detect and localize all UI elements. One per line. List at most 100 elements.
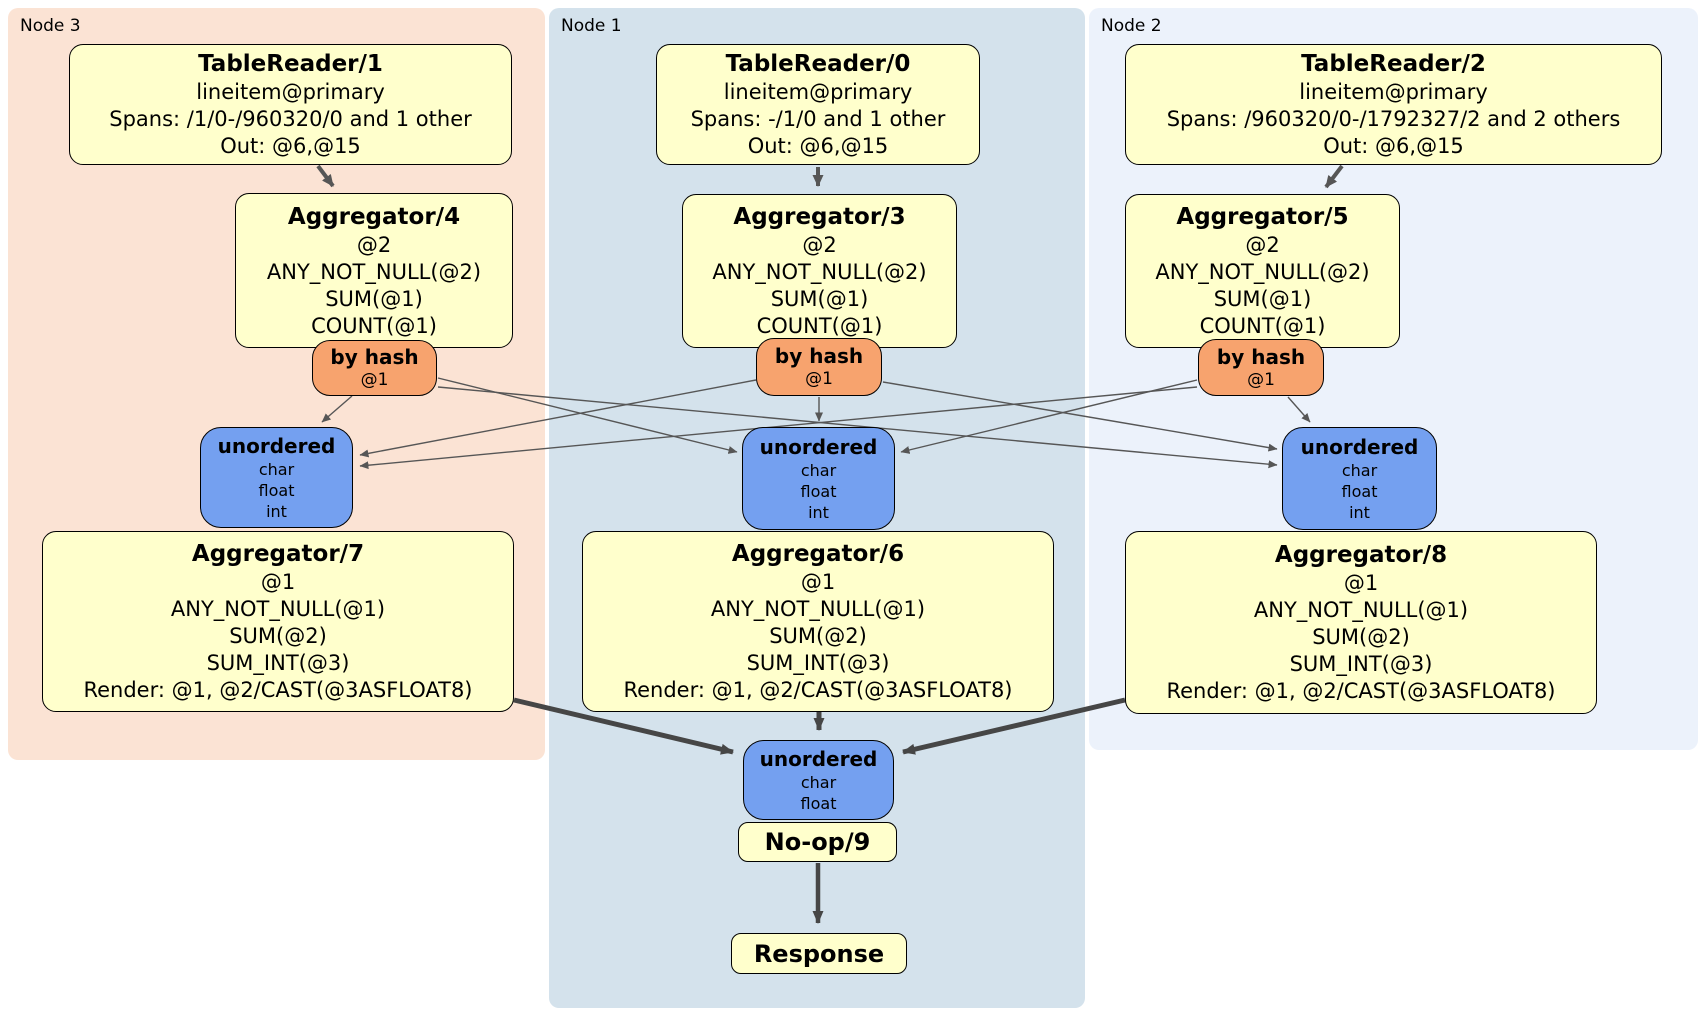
edge-router1-sync2: [882, 381, 1278, 452]
aggregator-8-title: Aggregator/8: [1274, 542, 1448, 568]
node-3-label: Node 3: [20, 16, 81, 36]
response-title: Response: [753, 939, 885, 968]
hash-router-node3-key: @1: [360, 370, 389, 390]
unordered-sync-final: unordered char float: [743, 740, 894, 820]
aggregator-7-fn3: SUM_INT(@3): [206, 651, 350, 675]
unordered-sync-node2-col3: int: [1349, 502, 1370, 522]
aggregator-6-group: @1: [800, 570, 836, 594]
edge-router3-sync2: [437, 386, 1278, 469]
node-2-label: Node 2: [1101, 16, 1162, 36]
tablereader-2-index: lineitem@primary: [1299, 80, 1488, 104]
aggregator-3-box: Aggregator/3 @2 ANY_NOT_NULL(@2) SUM(@1)…: [682, 194, 957, 348]
unordered-sync-node3-col1: char: [258, 459, 295, 479]
aggregator-6-render: Render: @1, @2/CAST(@3ASFLOAT8): [623, 678, 1013, 702]
tablereader-1-box: TableReader/1 lineitem@primary Spans: /1…: [69, 44, 512, 165]
unordered-sync-final-col2: float: [800, 793, 837, 813]
aggregator-3-fn3: COUNT(@1): [756, 314, 883, 338]
edge-router3-sync3: [321, 395, 353, 423]
aggregator-6-box: Aggregator/6 @1 ANY_NOT_NULL(@1) SUM(@2)…: [582, 531, 1054, 712]
tablereader-1-index: lineitem@primary: [196, 80, 385, 104]
hash-router-node1: by hash @1: [756, 338, 882, 396]
aggregator-6-fn3: SUM_INT(@3): [746, 651, 890, 675]
aggregator-8-fn3: SUM_INT(@3): [1289, 652, 1433, 676]
aggregator-5-fn1: ANY_NOT_NULL(@2): [1155, 260, 1370, 284]
unordered-sync-node2-col2: float: [1341, 481, 1378, 501]
aggregator-8-group: @1: [1343, 571, 1379, 595]
unordered-sync-node1-col1: char: [800, 460, 837, 480]
aggregator-4-fn2: SUM(@1): [325, 286, 423, 311]
tablereader-2-spans: Spans: /960320/0-/1792327/2 and 2 others: [1166, 107, 1621, 131]
noop-9-box: No-op/9: [738, 822, 897, 862]
edge-agg8-syncfinal: [902, 697, 1126, 755]
aggregator-7-title: Aggregator/7: [191, 541, 365, 567]
aggregator-5-fn2: SUM(@1): [1213, 287, 1312, 311]
aggregator-6-fn2: SUM(@2): [769, 624, 867, 648]
edge-tr2-agg5: [1324, 164, 1344, 189]
unordered-sync-node1-title: unordered: [759, 434, 878, 459]
tablereader-0-spans: Spans: -/1/0 and 1 other: [690, 107, 946, 131]
tablereader-0-index: lineitem@primary: [723, 80, 913, 104]
hash-router-node2-title: by hash: [1216, 344, 1306, 369]
aggregator-3-group: @2: [802, 233, 837, 257]
tablereader-2-out: Out: @6,@15: [1323, 134, 1464, 158]
response-box: Response: [731, 933, 907, 974]
unordered-sync-node3-title: unordered: [217, 433, 336, 458]
aggregator-8-fn1: ANY_NOT_NULL(@1): [1253, 598, 1469, 622]
aggregator-3-fn1: ANY_NOT_NULL(@2): [712, 260, 927, 284]
aggregator-6-title: Aggregator/6: [731, 541, 905, 567]
hash-router-node3: by hash @1: [312, 340, 437, 396]
aggregator-4-fn1: ANY_NOT_NULL(@2): [266, 259, 482, 284]
aggregator-4-title: Aggregator/4: [287, 203, 461, 230]
hash-router-node2: by hash @1: [1198, 339, 1324, 396]
edge-router2-sync2: [1287, 396, 1311, 423]
aggregator-7-group: @1: [260, 570, 296, 594]
node-1-label: Node 1: [561, 16, 622, 36]
tablereader-1-spans: Spans: /1/0-/960320/0 and 1 other: [109, 107, 472, 131]
tablereader-2-title: TableReader/2: [1301, 51, 1486, 77]
aggregator-8-render: Render: @1, @2/CAST(@3ASFLOAT8): [1166, 679, 1556, 703]
aggregator-8-box: Aggregator/8 @1 ANY_NOT_NULL(@1) SUM(@2)…: [1125, 531, 1597, 714]
unordered-sync-node3-col2: float: [258, 480, 295, 500]
tablereader-0-title: TableReader/0: [725, 51, 911, 77]
hash-router-node3-title: by hash: [330, 345, 419, 369]
hash-router-node1-key: @1: [805, 369, 833, 389]
aggregator-8-fn2: SUM(@2): [1312, 625, 1410, 649]
aggregator-4-box: Aggregator/4 @2 ANY_NOT_NULL(@2) SUM(@1)…: [235, 193, 513, 348]
edge-router2-sync3: [359, 386, 1198, 470]
aggregator-7-fn2: SUM(@2): [229, 624, 327, 648]
unordered-sync-final-col1: char: [800, 772, 837, 792]
aggregator-4-fn3: COUNT(@1): [311, 313, 437, 338]
aggregator-3-fn2: SUM(@1): [770, 287, 869, 311]
edge-router3-sync1: [437, 377, 738, 454]
tablereader-1-title: TableReader/1: [198, 51, 383, 77]
aggregator-5-title: Aggregator/5: [1176, 204, 1349, 230]
unordered-sync-node3: unordered char float int: [200, 427, 353, 528]
aggregator-4-group: @2: [356, 232, 392, 257]
aggregator-7-box: Aggregator/7 @1 ANY_NOT_NULL(@1) SUM(@2)…: [42, 531, 514, 712]
noop-9-title: No-op/9: [764, 828, 871, 856]
unordered-sync-node1-col3: int: [808, 502, 829, 522]
aggregator-6-fn1: ANY_NOT_NULL(@1): [710, 597, 926, 621]
tablereader-0-out: Out: @6,@15: [747, 134, 889, 158]
unordered-sync-node2-title: unordered: [1300, 434, 1419, 459]
unordered-sync-node2-col1: char: [1341, 460, 1378, 480]
aggregator-5-group: @2: [1245, 233, 1280, 257]
tablereader-2-box: TableReader/2 lineitem@primary Spans: /9…: [1125, 44, 1662, 165]
edge-router2-sync1: [900, 379, 1198, 454]
aggregator-7-fn1: ANY_NOT_NULL(@1): [170, 597, 386, 621]
edge-router1-sync3: [359, 379, 757, 458]
aggregator-3-title: Aggregator/3: [733, 204, 906, 230]
aggregator-5-box: Aggregator/5 @2 ANY_NOT_NULL(@2) SUM(@1)…: [1125, 194, 1400, 348]
hash-router-node2-key: @1: [1247, 369, 1275, 390]
unordered-sync-node2: unordered char float int: [1282, 427, 1437, 530]
unordered-sync-node3-col3: int: [266, 501, 287, 521]
hash-router-node1-title: by hash: [774, 344, 864, 368]
tablereader-0-box: TableReader/0 lineitem@primary Spans: -/…: [656, 44, 980, 165]
tablereader-1-out: Out: @6,@15: [220, 134, 361, 158]
unordered-sync-node1-col2: float: [800, 481, 837, 501]
unordered-sync-final-title: unordered: [759, 746, 878, 771]
unordered-sync-node1: unordered char float int: [742, 427, 895, 530]
edge-agg7-syncfinal: [513, 697, 734, 755]
